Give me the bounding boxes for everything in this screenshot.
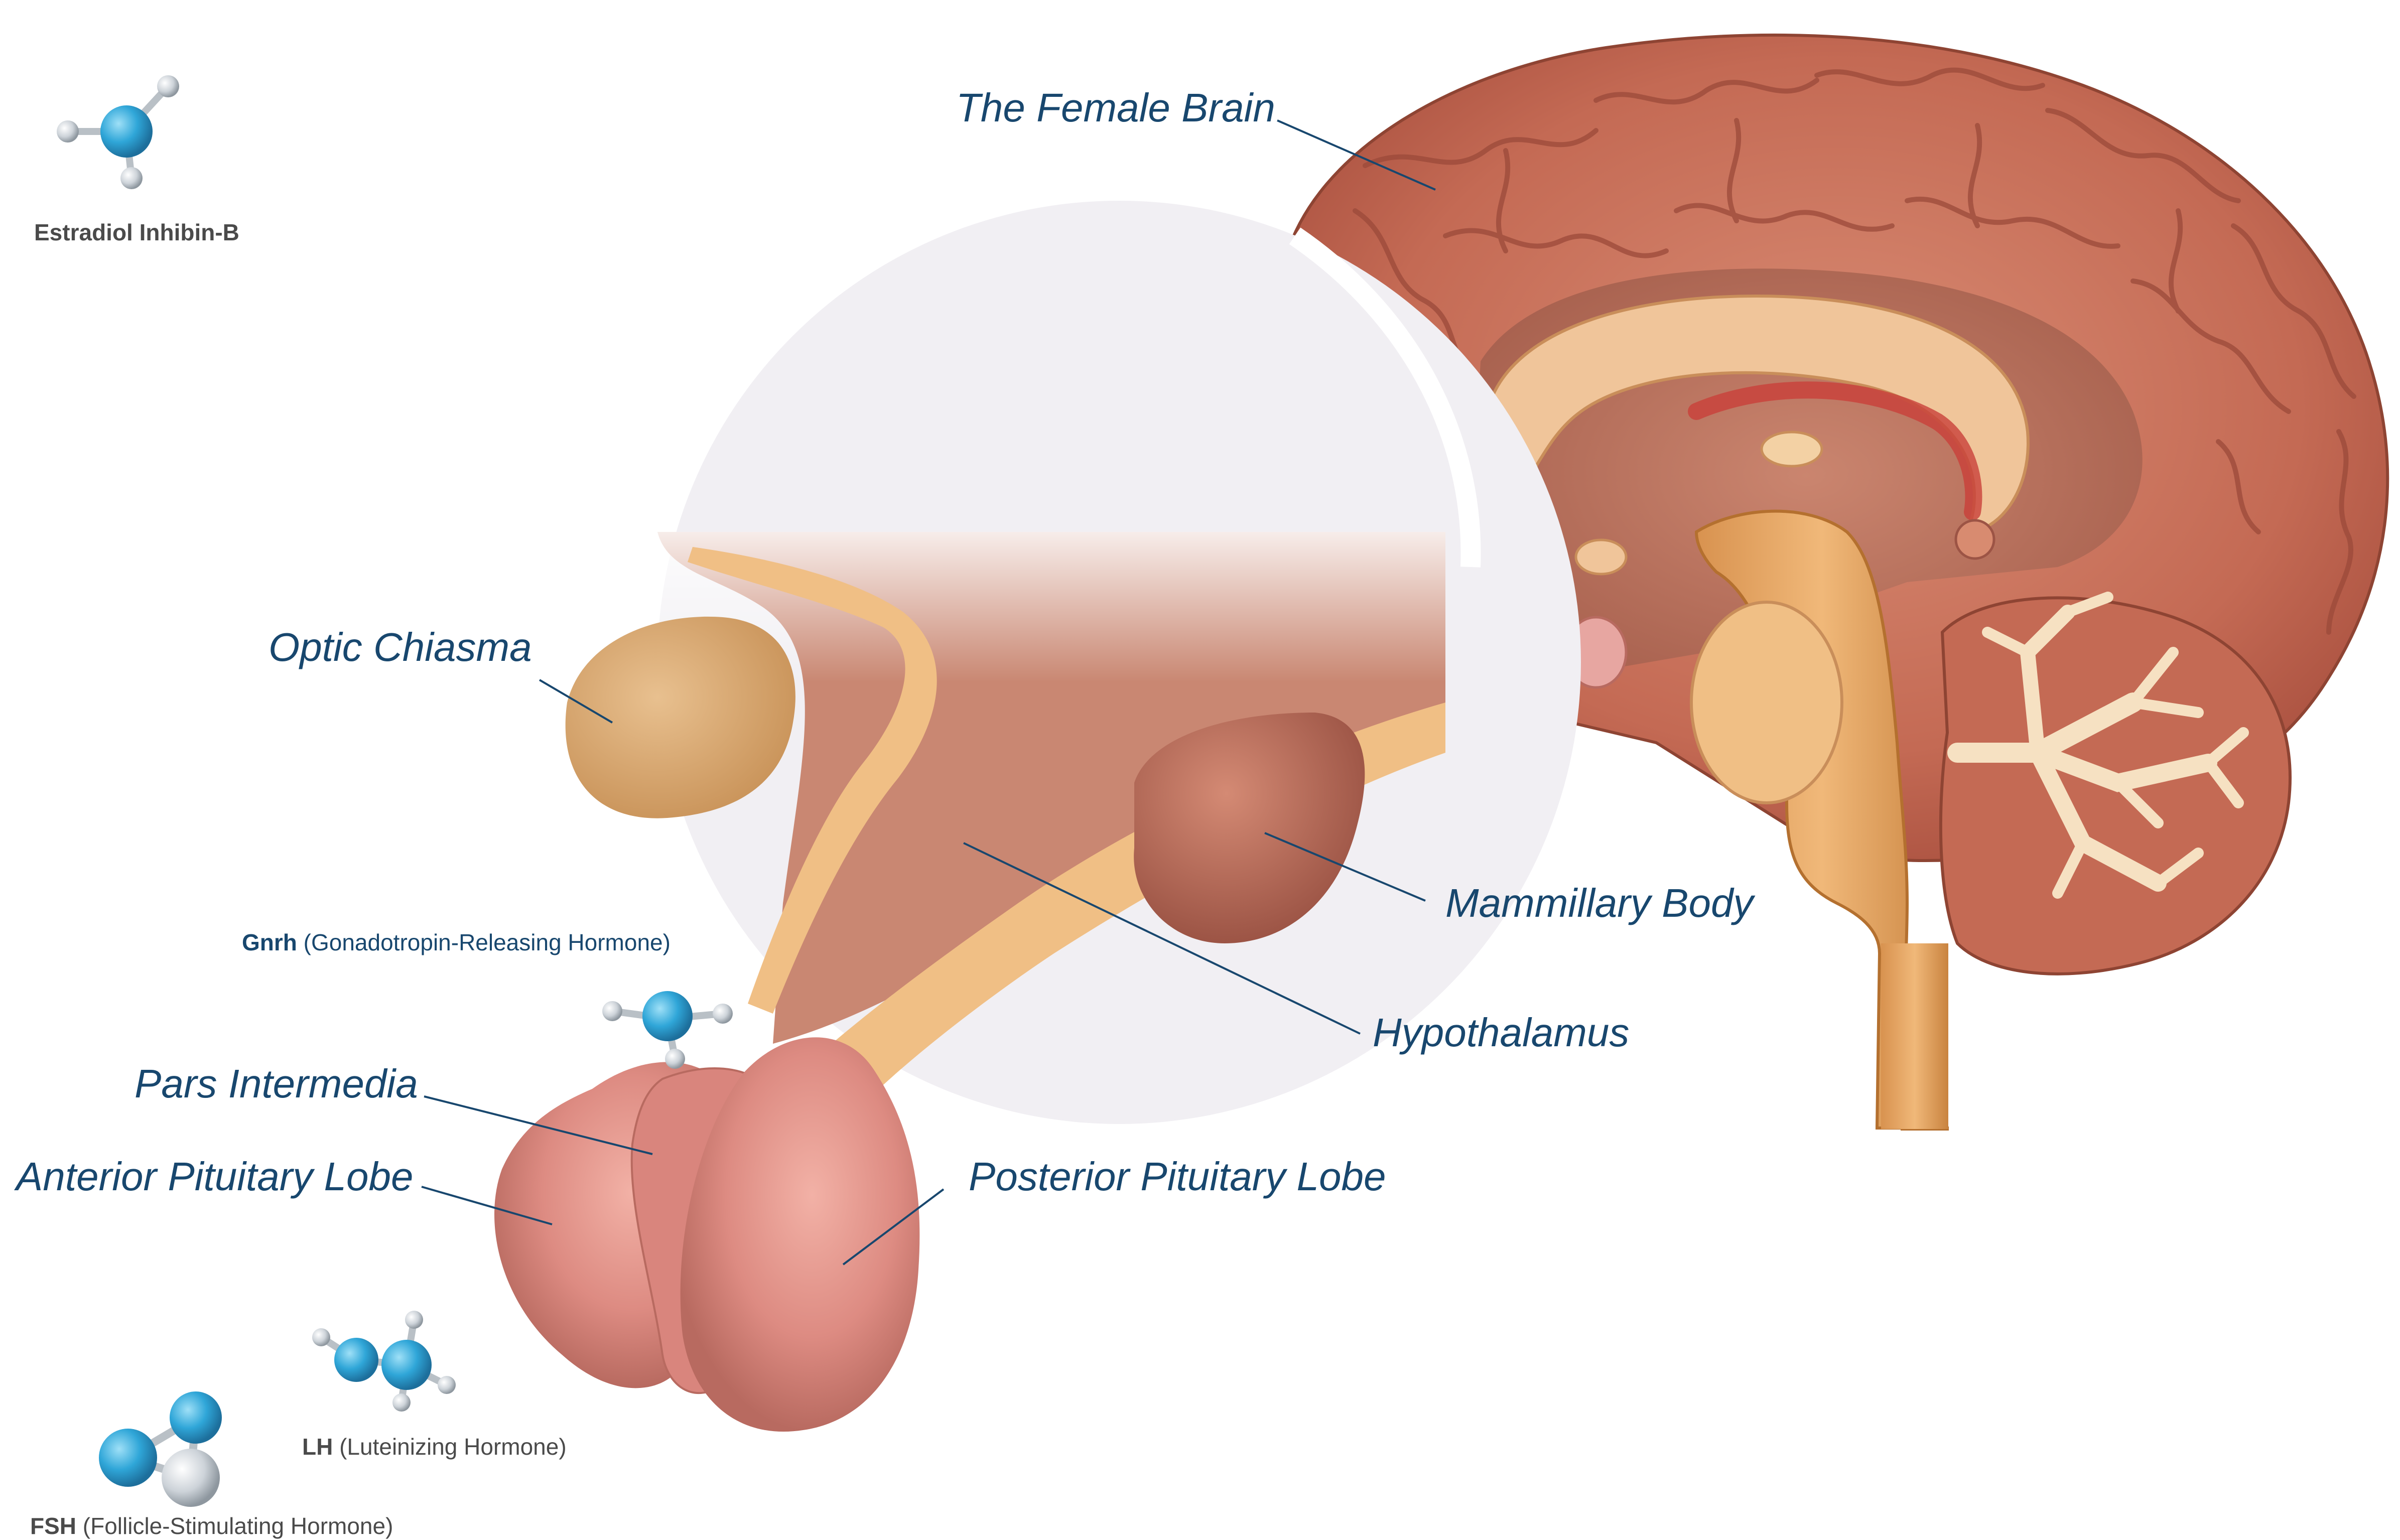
spinal-cord <box>1881 943 1948 1129</box>
hormone-lh-abbr: LH <box>302 1434 333 1460</box>
label-anterior-pituitary: Anterior Pituitary Lobe <box>16 1157 414 1197</box>
label-pars-intermedia: Pars Intermedia <box>135 1064 418 1104</box>
hormone-lh-label: LH (Luteinizing Hormone) <box>302 1435 567 1458</box>
hormone-lh-full: (Luteinizing Hormone) <box>339 1434 567 1460</box>
molecule-gnrh-icon <box>602 991 733 1069</box>
hormone-fsh-label: FSH (Follicle-Stimulating Hormone) <box>30 1514 393 1537</box>
hormone-gnrh-full: (Gonadotropin-Releasing Hormone) <box>304 929 671 955</box>
molecule-fsh-icon <box>99 1391 222 1507</box>
hormone-gnrh-abbr: Gnrh <box>242 929 297 955</box>
hormone-fsh-full: (Follicle-Stimulating Hormone) <box>83 1513 393 1539</box>
pons <box>1691 602 1842 803</box>
hormone-estradiol-abbr: Estradiol Inhibin-B <box>34 219 239 245</box>
hormone-estradiol-label: Estradiol Inhibin-B <box>34 221 239 244</box>
label-female-brain: The Female Brain <box>956 88 1275 128</box>
superior-colliculus <box>1956 520 1994 558</box>
label-optic-chiasma: Optic Chiasma <box>269 627 532 667</box>
label-posterior-pituitary: Posterior Pituitary Lobe <box>969 1157 1386 1197</box>
hormone-fsh-abbr: FSH <box>30 1513 76 1539</box>
label-hypothalamus: Hypothalamus <box>1373 1013 1629 1053</box>
molecule-estradiol-icon <box>57 75 179 189</box>
pineal <box>1762 432 1822 466</box>
label-mammillary-body: Mammillary Body <box>1445 883 1753 923</box>
hormone-gnrh-label: Gnrh (Gonadotropin-Releasing Hormone) <box>242 931 671 954</box>
molecule-lh-icon <box>312 1311 456 1412</box>
brain-optic <box>1576 540 1626 574</box>
